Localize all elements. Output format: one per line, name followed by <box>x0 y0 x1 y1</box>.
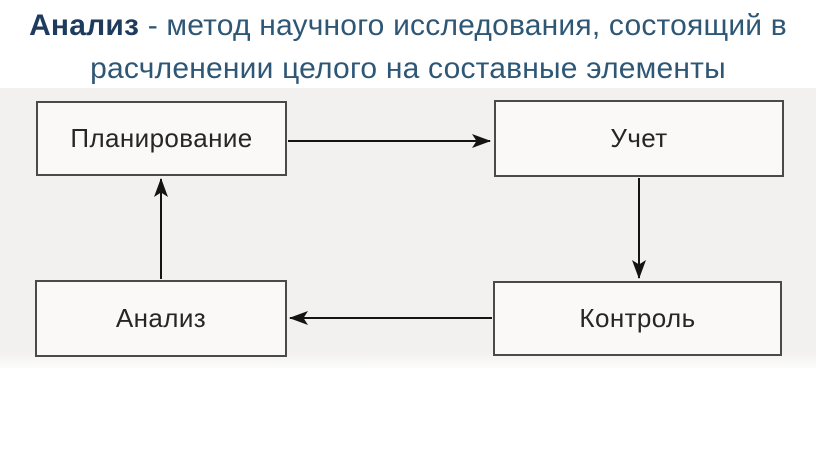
node-accounting: Учет <box>494 100 784 177</box>
node-analysis-label: Анализ <box>115 303 207 333</box>
node-planning: Планирование <box>36 101 287 176</box>
node-control-label: Контроль <box>579 303 696 333</box>
node-control: Контроль <box>493 281 782 356</box>
node-analysis: Анализ <box>35 280 287 357</box>
node-planning-label: Планирование <box>70 123 253 153</box>
title-line-1-rest: - метод научного исследования, состоящий… <box>139 9 787 42</box>
node-accounting-label: Учет <box>610 123 668 153</box>
definition-title: Анализ - метод научного исследования, со… <box>0 4 816 90</box>
title-term: Анализ <box>29 9 140 42</box>
title-line-1: Анализ - метод научного исследования, со… <box>0 4 816 47</box>
title-line-2: расчленении целого на составные элементы <box>90 52 726 85</box>
